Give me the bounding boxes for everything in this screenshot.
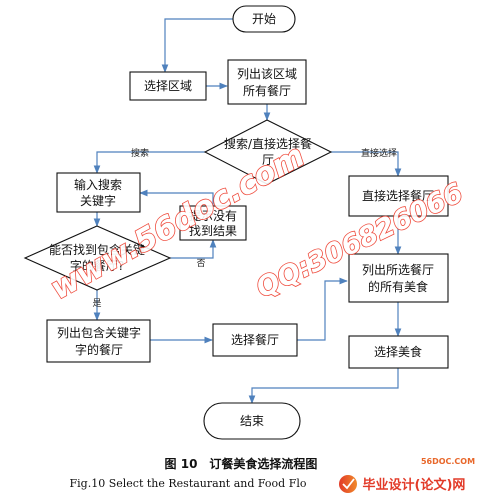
edge-select-restaurant-to-list-foods	[297, 277, 348, 341]
node-select-restaurant-label: 选择餐厅	[231, 332, 279, 347]
node-labels: 开始 选择区域 列出该区域 所有餐厅 搜索/直接选择餐 厅 输入搜索 关键字 提…	[49, 12, 434, 428]
edges	[93, 18, 402, 404]
node-list-region-label-1: 列出该区域	[237, 67, 297, 81]
logo-mark-icon	[342, 478, 355, 490]
node-input-keyword-label-1: 输入搜索	[74, 177, 122, 192]
node-direct-select-label: 直接选择餐厅	[362, 188, 434, 203]
node-end-shape	[203, 402, 301, 440]
logo-badge-icon	[339, 475, 357, 493]
edge-decision-to-input-keyword	[93, 151, 205, 174]
node-list-keyword-label-2: 字的餐厅	[75, 342, 123, 357]
edge-label-yes: 是	[92, 298, 101, 309]
node-select-restaurant-shape	[212, 323, 298, 357]
node-start-label: 开始	[252, 12, 276, 26]
node-decision-found-shape	[23, 225, 172, 291]
node-select-region-shape	[129, 71, 207, 101]
node-input-keyword-shape	[56, 172, 141, 213]
node-list-region-label-2: 所有餐厅	[243, 83, 291, 98]
node-start-shape	[232, 5, 296, 33]
edge-decision-found-to-prompt-none	[170, 239, 217, 259]
edge-label-direct: 直接选择	[361, 147, 397, 159]
logo-name: 毕业设计(论文)网	[363, 477, 466, 493]
node-input-keyword-label-2: 关键字	[80, 193, 116, 208]
node-list-foods-label-1: 列出所选餐厅	[362, 262, 434, 277]
nodes	[23, 5, 449, 440]
edge-start-to-select-region	[161, 18, 235, 73]
node-list-keyword-label-1: 列出包含关键字	[57, 325, 141, 340]
site-logo: 56DOC.COM 毕业设计(论文)网	[339, 457, 475, 493]
edge-prompt-none-to-input-keyword	[139, 189, 214, 206]
node-list-foods-label-2: 的所有美食	[368, 279, 428, 294]
node-list-foods-shape	[348, 253, 449, 303]
node-select-food-label: 选择美食	[374, 344, 422, 359]
node-prompt-none-shape	[179, 205, 247, 241]
figure-caption-cn: 图 10 订餐美食选择流程图	[165, 456, 318, 471]
edge-label-search: 搜索	[131, 147, 149, 159]
figure-caption-en: Fig.10 Select the Restaurant and Food Fl…	[70, 477, 307, 490]
node-select-food-shape	[348, 335, 449, 369]
edge-labels: 搜索 直接选择 否 是	[92, 147, 397, 309]
node-select-region-label: 选择区域	[144, 79, 192, 93]
node-decision-mode-label-2: 厅	[262, 153, 274, 167]
node-prompt-none-label-1: 提示没有	[189, 208, 237, 223]
node-prompt-none-label-2: 找到结果	[189, 224, 237, 238]
node-list-region-shape	[227, 59, 307, 105]
node-direct-select-shape	[348, 175, 449, 217]
node-end-label: 结束	[240, 414, 264, 428]
edge-label-no: 否	[196, 258, 205, 269]
node-list-keyword-shape	[46, 319, 151, 363]
node-decision-found-label-2: 字的餐厅?	[70, 258, 124, 273]
edge-select-food-to-end	[248, 368, 399, 404]
node-decision-mode-label-1: 搜索/直接选择餐	[224, 136, 312, 151]
node-decision-mode-shape	[203, 119, 333, 185]
logo-url: 56DOC.COM	[421, 457, 475, 466]
edge-decision-to-direct-select	[331, 151, 402, 177]
node-decision-found-label-1: 能否找到包含关键	[49, 242, 145, 257]
